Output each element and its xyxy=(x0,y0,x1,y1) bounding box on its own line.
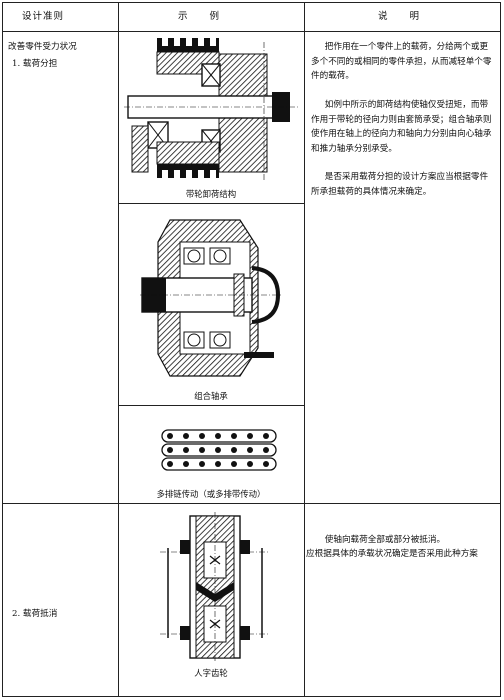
caption-pulley-unloading: 带轮卸荷结构 xyxy=(185,189,237,199)
combined-bearing-drawing xyxy=(140,219,282,377)
row-divider-1 xyxy=(118,203,304,204)
herringbone-gear-drawing xyxy=(160,512,270,662)
note-paragraph-3: 是否采用载荷分担的设计方案应当根据零件所承担载荷的具体情况来确定。 xyxy=(311,172,489,197)
header-example: 示 例 xyxy=(178,11,221,22)
header-explanation: 说 明 xyxy=(378,11,421,22)
row-divider-3 xyxy=(2,503,501,504)
caption-multi-row-chain: 多排链传动（或多排带传动） xyxy=(156,489,266,499)
multi-row-chain-drawing xyxy=(161,429,277,471)
note-paragraph-5: 应根据具体的承载状况确定是否采用此种方案 xyxy=(306,549,478,559)
note-paragraph-2: 如例中所示的卸荷结构使轴仅受扭矩，而带作用于带轮的径向力则由套筒承受；组合轴承则… xyxy=(311,100,492,154)
note-paragraph-1: 把作用在一个零件上的载荷，分给两个或更多个不同的或相同的零件承担，从而减轻单个零… xyxy=(311,42,492,81)
pulley-unloading-drawing xyxy=(124,38,298,180)
column-divider-2 xyxy=(304,2,305,697)
header-divider xyxy=(2,31,501,32)
caption-combined-bearing: 组合轴承 xyxy=(194,391,228,401)
header-design-rule: 设计准则 xyxy=(22,11,65,22)
rule-item-load-cancel: 2. 载荷抵消 xyxy=(12,609,58,619)
note-paragraph-4: 使轴向载荷全部或部分被抵消。 xyxy=(324,535,446,545)
column-divider-1 xyxy=(118,2,119,697)
row-divider-2 xyxy=(118,405,304,406)
rule-item-load-sharing: 1. 载荷分担 xyxy=(12,59,58,69)
caption-herringbone-gear: 人字齿轮 xyxy=(194,668,228,678)
section-title: 改善零件受力状况 xyxy=(8,42,77,52)
